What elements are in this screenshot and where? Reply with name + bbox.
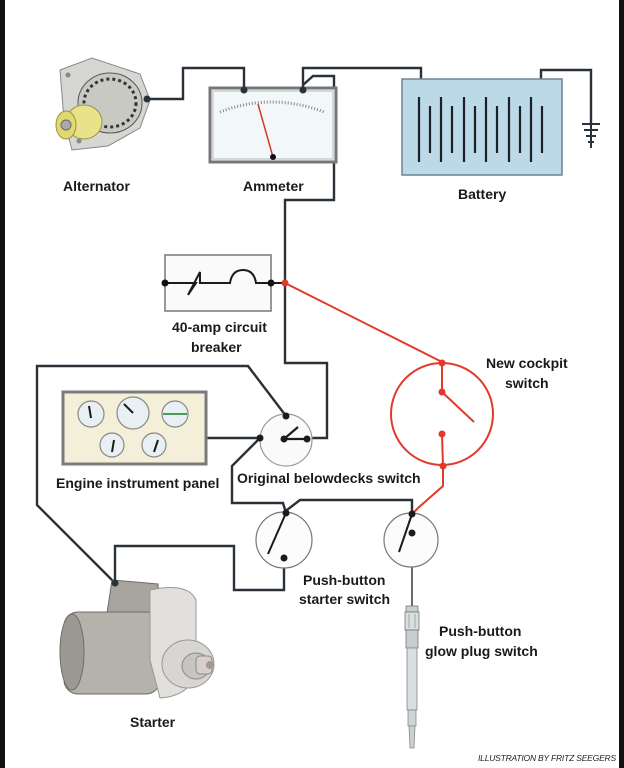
wire-breaker-cockpit-switch (284, 282, 443, 363)
wire-cockpit-switch-glowplug (411, 466, 444, 515)
alternator-label: Alternator (63, 178, 130, 194)
ammeter[interactable] (208, 86, 338, 164)
ammeter-needle (257, 103, 274, 158)
wire-belowdecks-starterswitch (230, 437, 288, 514)
starter-switch-label-line1: Push-button (303, 572, 385, 588)
starter-switch[interactable] (255, 509, 313, 569)
glowplug-switch[interactable] (383, 510, 439, 568)
breaker-label-line2: breaker (191, 339, 242, 355)
battery[interactable] (401, 78, 563, 176)
glowplug-switch-label-line2: glow plug switch (425, 643, 538, 659)
breaker-label-line1: 40-amp circuit (172, 319, 267, 335)
belowdecks-switch-label: Original belowdecks switch (237, 470, 421, 486)
cockpit-switch-lever (441, 391, 475, 423)
circuit-breaker[interactable] (161, 254, 289, 312)
wire-breaker-belowdecks (283, 283, 329, 440)
alternator[interactable] (55, 57, 151, 151)
cockpit-switch-label-line1: New cockpit (486, 355, 568, 371)
battery-case (401, 78, 563, 176)
illustration-credit: ILLUSTRATION BY FRITZ SEEGERS (478, 753, 616, 763)
battery-label: Battery (458, 186, 506, 202)
wire-starterswitch-starter (113, 544, 286, 592)
ammeter-label: Ammeter (243, 178, 304, 194)
starter-label: Starter (130, 714, 176, 730)
battery-plates (417, 97, 544, 162)
alternator-vents (82, 77, 138, 129)
panel-gauges (77, 396, 189, 458)
starter-motor[interactable] (59, 579, 215, 699)
breaker-symbol (165, 268, 268, 296)
belowdecks-switch[interactable] (256, 412, 313, 467)
new-wires (284, 282, 444, 515)
wire-to-glowplug-switch (282, 498, 414, 514)
starter-switch-label-line2: starter switch (299, 591, 390, 607)
engine-panel-label: Engine instrument panel (56, 475, 219, 491)
glow-plug (404, 605, 420, 749)
glowplug-switch-label-line1: Push-button (439, 623, 521, 639)
glowplug-switch-body (383, 512, 439, 568)
wire-belowdecks-starter (35, 364, 287, 584)
wire-alternator-ammeter (147, 66, 246, 101)
cockpit-switch-label-line2: switch (505, 375, 549, 391)
ground-icon (582, 123, 600, 148)
wire-ammeter-battery (301, 66, 423, 90)
new-cockpit-switch[interactable] (390, 359, 494, 470)
engine-instrument-panel[interactable] (61, 390, 208, 466)
